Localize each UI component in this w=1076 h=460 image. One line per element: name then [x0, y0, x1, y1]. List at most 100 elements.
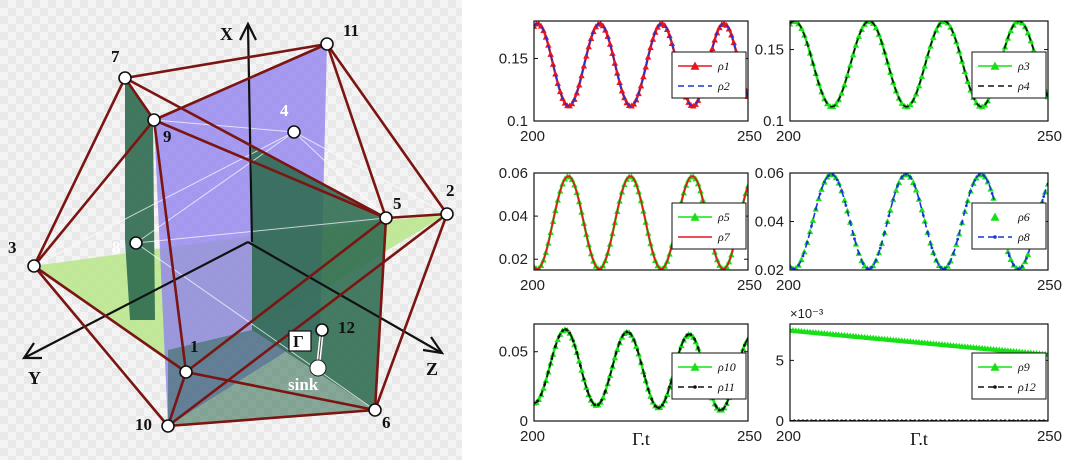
- marker-ρ3: [933, 26, 940, 33]
- marker-ρ1: [549, 60, 557, 67]
- dot-ρ11: [539, 393, 543, 397]
- marker-ρ3: [847, 61, 854, 68]
- dot-ρ11: [582, 377, 586, 381]
- marker-ρ10: [542, 377, 550, 384]
- y-scale-label: ×10⁻³: [790, 306, 824, 321]
- y-tick-label: 0.15: [755, 42, 784, 59]
- marker-ρ1: [552, 70, 559, 77]
- dot-ρ8: [926, 230, 929, 234]
- legend-marker-ρ9: [990, 362, 1000, 371]
- dot-ρ8: [904, 173, 908, 176]
- vertex-10: [161, 419, 175, 433]
- vertex-label-10: 10: [135, 415, 152, 434]
- dot-ρ8: [801, 254, 805, 258]
- marker-ρ6: [806, 228, 814, 235]
- dot-ρ11: [603, 389, 607, 393]
- dot-ρ11: [550, 357, 554, 361]
- dot-ρ11: [543, 383, 547, 386]
- edge-v9-v5: [152, 118, 388, 220]
- z-axis-line: [247, 241, 441, 353]
- dot-ρ8: [990, 192, 994, 195]
- sink-label: sink: [288, 375, 319, 394]
- dot-ρ11: [664, 396, 668, 400]
- dot-ρ11: [682, 338, 686, 342]
- plot-frame: [533, 20, 749, 122]
- legend-box: [971, 352, 1047, 400]
- legend-label-ρ12: ρ12: [1017, 380, 1036, 394]
- marker-ρ3: [918, 73, 926, 79]
- dot-ρ8: [831, 173, 835, 177]
- marker-ρ3: [907, 101, 914, 108]
- y-tick-label: 0: [520, 413, 528, 430]
- edge-v5-v1: [184, 216, 388, 374]
- edge-v11-v5: [325, 42, 388, 220]
- marker-ρ10: [540, 384, 547, 391]
- dot-ρ11: [650, 397, 654, 401]
- y-tick-label: 0.1: [507, 113, 528, 130]
- x-axis-label: Γ.t: [910, 429, 928, 449]
- dot-ρ11: [743, 344, 746, 347]
- marker-ρ1: [556, 88, 564, 95]
- x-tick-label: 250: [1037, 277, 1062, 294]
- y-tick-label: 0.15: [499, 51, 528, 68]
- dot-ρ8: [982, 173, 985, 177]
- dot-ρ8: [973, 178, 977, 182]
- dot-ρ8: [823, 180, 826, 184]
- legend-dot-ρ11: [693, 385, 697, 389]
- dot-ρ11: [646, 387, 650, 391]
- dot-ρ8: [909, 175, 912, 179]
- dot-ρ8: [913, 184, 917, 188]
- legend-label-ρ9: ρ9: [1017, 360, 1030, 374]
- vertex-3: [27, 259, 41, 273]
- legend-marker-ρ5: [690, 212, 700, 221]
- marker-ρ1: [649, 35, 657, 42]
- dot-ρ11: [575, 350, 579, 354]
- vertex-9: [147, 113, 161, 127]
- edge-v2-v6: [373, 212, 449, 412]
- z-axis-label: Z: [426, 359, 438, 379]
- x-axis-line: [246, 25, 254, 243]
- dot-ρ8: [844, 204, 848, 207]
- vertex-label-11: 11: [343, 21, 359, 40]
- marker-ρ1: [614, 69, 621, 76]
- dot-ρ11: [554, 344, 557, 348]
- dot-ρ11: [678, 347, 682, 351]
- y-tick-label: 0: [776, 413, 784, 430]
- dot-ρ11: [718, 408, 721, 412]
- dot-ρ11: [561, 329, 564, 333]
- dot-ρ11: [600, 398, 604, 402]
- dot-ρ8: [1016, 267, 1020, 270]
- legend-label-ρ6: ρ6: [1017, 210, 1030, 224]
- vertex-label-5: 5: [393, 194, 402, 213]
- marker-ρ1: [585, 43, 592, 50]
- marker-ρ10: [575, 357, 583, 364]
- dot-ρ8: [921, 213, 925, 217]
- plot-frame: [789, 20, 1049, 122]
- dark-green-plane-lower: [168, 330, 375, 426]
- marker-ρ3: [858, 26, 865, 32]
- x-tick-label: 250: [1037, 128, 1062, 145]
- vertex-5: [379, 211, 393, 225]
- marker-ρ1: [644, 53, 652, 60]
- legend-label-ρ10: ρ10: [717, 360, 736, 374]
- dot-ρ8: [947, 262, 951, 266]
- dot-ρ11: [668, 385, 671, 389]
- marker-ρ1: [606, 41, 614, 47]
- dot-ρ8: [1025, 256, 1028, 260]
- dot-ρ11: [593, 403, 597, 407]
- y-tick-label: 0.06: [755, 165, 784, 182]
- y-tick-label: 0.04: [755, 214, 784, 231]
- marker-ρ1: [637, 82, 645, 89]
- marker-ρ6: [895, 179, 903, 186]
- dot-ρ11: [632, 338, 636, 342]
- dot-ρ11: [618, 341, 621, 344]
- dot-ρ8: [861, 262, 865, 265]
- marker-ρ1: [616, 79, 623, 85]
